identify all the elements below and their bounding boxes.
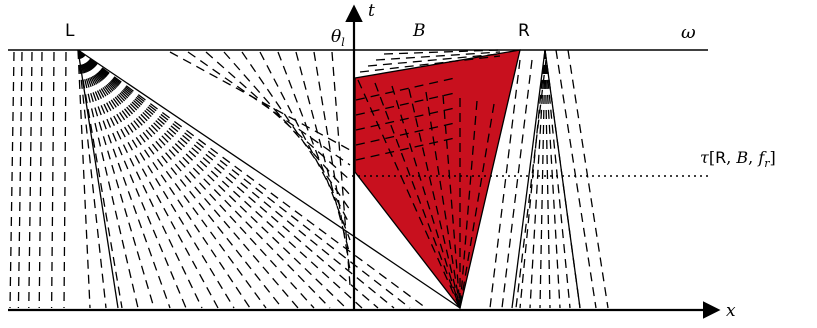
tau-f-sub: r: [764, 157, 770, 170]
fan-l-dash: [77, 49, 235, 309]
solid-l-left: [77, 49, 119, 309]
upper-fan-dash: [187, 51, 351, 166]
upper-fan-dash: [313, 51, 351, 271]
far-right-dash: [555, 49, 597, 309]
right-dash: [501, 59, 533, 309]
far-left-dash: [9, 51, 15, 309]
fan-l-dash: [77, 49, 379, 309]
red-horizontal-dash: [355, 77, 456, 101]
upper-fan-dash: [205, 51, 351, 181]
red-fan-dash: [391, 85, 461, 309]
fan-l-dash: [77, 49, 283, 309]
red-horizontal-dash: [355, 107, 456, 131]
fan-l-dash: [77, 49, 267, 309]
fan-l-dash: [77, 49, 427, 309]
upper-fan-dash: [277, 51, 351, 241]
red-fan-dash: [374, 82, 461, 309]
fan-l-dash: [77, 49, 107, 309]
tau-open-bracket: [: [709, 148, 715, 167]
red-horizontal-dash: [355, 122, 456, 146]
fan-l-dash: [77, 49, 91, 309]
fan-l-dash: [77, 49, 187, 309]
r-fan-dash: [544, 49, 571, 309]
r-fan-dash: [519, 49, 546, 309]
tau-f: f: [757, 148, 767, 167]
label-theta: θl: [331, 27, 345, 49]
fan-l-dash: [77, 49, 219, 309]
red-fan-dash: [357, 79, 461, 309]
upper-fan-dash: [331, 51, 351, 286]
tau-sep-1: ,: [726, 148, 736, 167]
theta-subscript: l: [341, 36, 345, 49]
red-horizontal-dash: [355, 137, 456, 161]
far-left-dash: [63, 51, 67, 309]
red-fan-dash: [442, 94, 461, 309]
solid-l-diagonal: [77, 49, 461, 309]
tau-close-bracket: ]: [770, 148, 776, 167]
fan-l-dash: [77, 49, 331, 309]
solid-lines: [77, 49, 581, 309]
fan-l-dash: [77, 49, 155, 309]
right-dash: [489, 59, 521, 309]
label-omega: ω: [681, 22, 696, 43]
tau-sep-2: ,: [748, 148, 758, 167]
b-region-dash: [359, 55, 501, 73]
tau-label: τ[R, B, fr]: [700, 148, 776, 170]
upper-fan-dash: [295, 51, 351, 256]
label-t: t: [368, 1, 375, 21]
label-x: x: [726, 301, 736, 321]
red-fan-dash: [408, 88, 461, 309]
b-region-dash: [367, 53, 501, 67]
fan-l-dash: [77, 49, 203, 309]
theta-symbol: θ: [331, 27, 341, 47]
r-fan-dash: [529, 49, 546, 309]
fan-l-dash: [77, 49, 299, 309]
fan-l-dash: [77, 49, 363, 309]
right-dash: [515, 59, 547, 309]
fan-l-dash: [77, 49, 347, 309]
fan-l-dash: [77, 49, 315, 309]
r-fan-dash: [544, 49, 551, 309]
red-horizontal-dash: [355, 92, 456, 116]
r-fan-dash: [539, 49, 546, 309]
red-fan-dash: [459, 103, 495, 309]
fan-l-dash: [77, 49, 171, 309]
far-left-dash: [38, 51, 43, 309]
far-right-dash: [567, 49, 609, 309]
tau-symbol: τ: [700, 148, 710, 167]
b-region-dash: [375, 51, 501, 61]
far-left-dash: [17, 51, 23, 309]
solid-r-left: [511, 49, 546, 309]
dashed-characteristics: [9, 49, 609, 309]
fan-l-dash: [77, 49, 251, 309]
solid-r-right: [544, 49, 581, 309]
label-r: R: [518, 21, 530, 41]
fan-l-dash: [77, 49, 395, 309]
upper-fan-dash: [241, 51, 351, 211]
far-left-dash: [50, 51, 55, 309]
label-l: L: [65, 21, 75, 41]
upper-fan-dash: [259, 51, 351, 226]
fan-l-dash: [77, 49, 123, 309]
upper-fan-dash: [169, 51, 351, 151]
tau-r: R: [715, 148, 726, 167]
r-fan-dash: [544, 49, 561, 309]
tau-b: B: [735, 148, 748, 167]
far-left-dash: [28, 51, 33, 309]
red-fan-dash: [459, 100, 478, 309]
label-b: B: [412, 21, 426, 41]
upper-fan-dash: [223, 51, 351, 196]
